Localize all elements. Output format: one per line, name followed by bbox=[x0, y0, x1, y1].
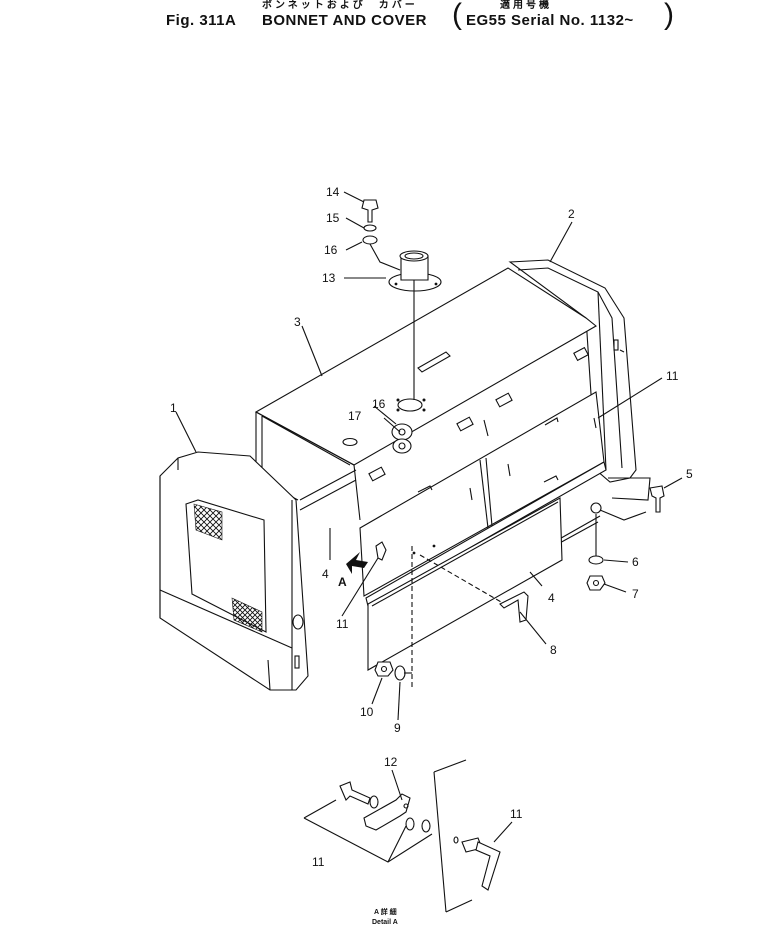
callout-16b: 16 bbox=[372, 397, 386, 411]
washer-15 bbox=[363, 224, 377, 232]
callout-2: 2 bbox=[568, 207, 575, 221]
bolt-14 bbox=[361, 199, 379, 223]
header: ボンネットおよび カバー 適用号機 Fig. 311A BONNET AND C… bbox=[0, 0, 769, 34]
title-jp-right: 適用号機 bbox=[500, 0, 552, 11]
washer-9 bbox=[394, 665, 406, 681]
nut-10 bbox=[374, 661, 394, 677]
front-cover-part bbox=[159, 451, 309, 691]
callout-4b: 4 bbox=[548, 591, 555, 605]
right-paren: ) bbox=[664, 0, 674, 31]
callout-3: 3 bbox=[294, 315, 301, 329]
callout-15: 15 bbox=[326, 211, 340, 225]
callout-12: 12 bbox=[384, 755, 398, 769]
bottom-skirt-plate bbox=[367, 497, 563, 690]
detail-en: Detail A bbox=[372, 919, 398, 926]
callout-4a: 4 bbox=[322, 567, 329, 581]
washer-6 bbox=[588, 555, 604, 565]
detail-jp: A 詳 細 bbox=[374, 907, 397, 916]
callout-13: 13 bbox=[322, 271, 336, 285]
top-cover-part bbox=[254, 267, 597, 521]
title-en: BONNET AND COVER bbox=[262, 12, 427, 29]
latch-bracket bbox=[590, 502, 602, 514]
leader-lines bbox=[175, 191, 683, 843]
view-arrow-a: A bbox=[338, 552, 368, 589]
callout-17: 17 bbox=[348, 409, 362, 423]
arrow-label: A bbox=[338, 575, 347, 589]
side-door-panels bbox=[299, 391, 607, 607]
callout-7: 7 bbox=[632, 587, 639, 601]
latch-11-marker bbox=[375, 541, 387, 561]
callout-14: 14 bbox=[326, 185, 340, 199]
detail-a: A 詳 細 Detail A bbox=[303, 759, 501, 926]
callout-11c: 11 bbox=[312, 855, 325, 869]
bolt-5 bbox=[649, 485, 665, 513]
left-paren: ( bbox=[452, 0, 462, 31]
exhaust-pipe-part bbox=[388, 250, 442, 400]
callout-11d: 11 bbox=[510, 807, 523, 821]
title-jp-left: ボンネットおよび カバー bbox=[262, 0, 418, 11]
callout-10: 10 bbox=[360, 705, 374, 719]
nut-7 bbox=[586, 575, 606, 591]
leader-16-to-13 bbox=[369, 243, 401, 271]
callout-9: 9 bbox=[394, 721, 401, 735]
callout-1: 1 bbox=[170, 401, 177, 415]
washer-16 bbox=[362, 235, 378, 245]
callout-11a: 11 bbox=[666, 369, 679, 383]
callout-5: 5 bbox=[686, 467, 693, 481]
callout-6: 6 bbox=[632, 555, 639, 569]
rear-cover-part bbox=[508, 259, 651, 501]
serial-label: EG55 Serial No. 1132~ bbox=[466, 12, 634, 29]
callout-11b: 11 bbox=[336, 617, 349, 631]
callout-16a: 16 bbox=[324, 243, 338, 257]
callout-labels: 1 2 3 4 4 4 5 6 7 8 9 10 11 11 11 11 12 … bbox=[170, 185, 693, 869]
fig-label: Fig. 311A bbox=[166, 12, 237, 29]
callout-8: 8 bbox=[550, 643, 557, 657]
